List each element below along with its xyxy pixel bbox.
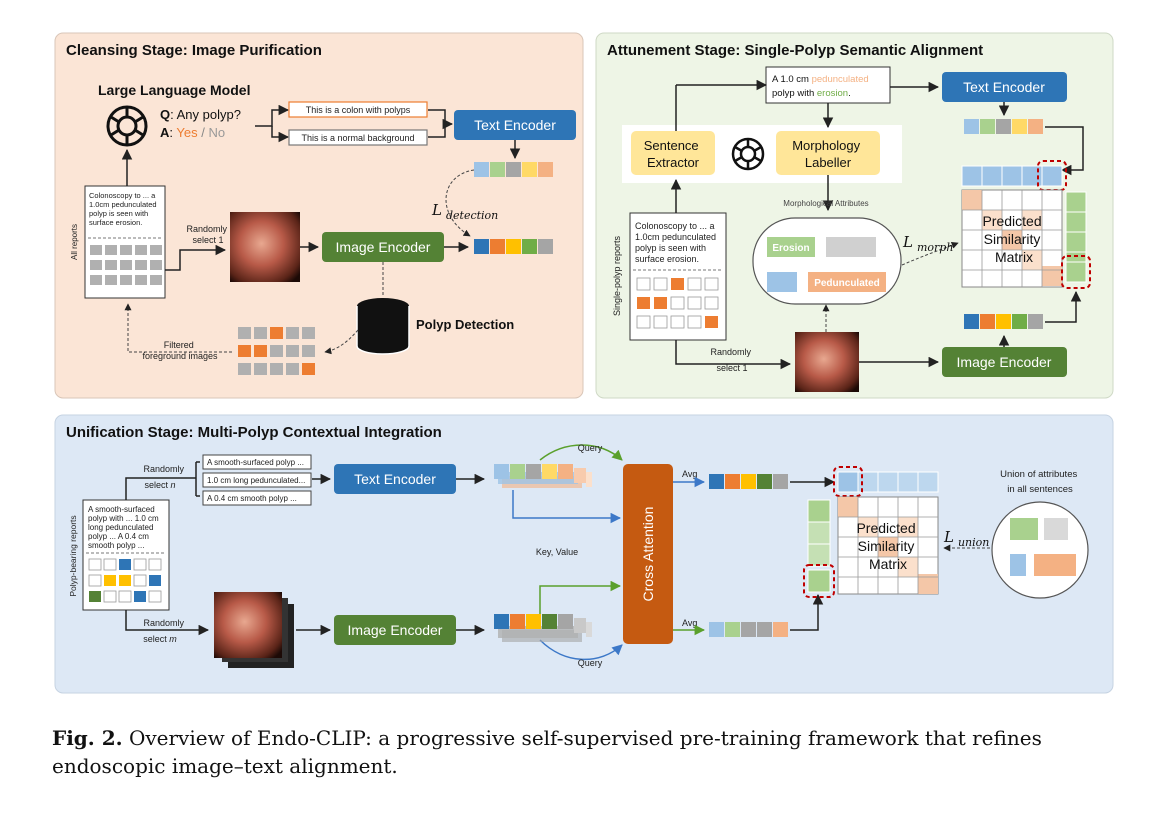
pedunculated-attribute: [808, 272, 886, 292]
option-normal-box: [288, 129, 428, 146]
pedunculated-label: Pedunculated: [814, 278, 880, 289]
filtered-images-grid: [238, 327, 315, 375]
cross-attention-label: Cross Attention: [640, 507, 656, 602]
query-top-label: Query: [578, 443, 603, 453]
llm-answer: A: Yes / No: [160, 125, 225, 140]
cleansing-title: Cleansing Stage: Image Purification: [66, 42, 322, 59]
attunement-image-column: [1065, 191, 1087, 283]
cleansing-randomly-select: Randomly select 1: [186, 224, 229, 245]
llm-question: Q: Any polyp?: [160, 107, 241, 122]
unification-text-avg-embedding: [709, 474, 788, 489]
cleansing-endoscopic-image: [230, 212, 300, 282]
sentence-box-1: [202, 454, 312, 470]
attunement-randomly-select: Randomly select 1: [710, 347, 753, 373]
attunement-similarity-matrix: Predicted Similarity Matrix: [961, 189, 1063, 288]
unification-image-encoder: [334, 615, 456, 645]
sentence-text-2: 1.0 cm long pedunculated...: [207, 476, 305, 485]
svg-text:Predicted Similarity: Predicted Similarity Matrix: [856, 520, 919, 572]
randomly-select-m: Randomly select m: [143, 618, 186, 644]
unification-image-embeddings: [494, 614, 592, 642]
attunement-sentence-line2: polyp with erosion.: [772, 88, 851, 99]
unification-text-encoder: [334, 464, 456, 494]
morphology-labeller: [776, 131, 880, 175]
sentence-text-1: A smooth-surfaced polyp ...: [207, 458, 304, 467]
endo-clip-diagram: Cleansing Stage: Image Purification Larg…: [54, 32, 1114, 694]
erosion-label: Erosion: [772, 243, 809, 254]
erosion-attribute: [767, 237, 815, 257]
attunement-text-row: [961, 165, 1063, 187]
unification-report-text: A smooth-surfaced polyp with ... 1.0 cm …: [88, 505, 161, 550]
query-bottom-label: Query: [578, 658, 603, 668]
unification-image-encoder-label: Image Encoder: [348, 622, 443, 638]
cleansing-report-grid: [90, 245, 162, 285]
option-polyp-text: This is a colon with polyps: [306, 105, 411, 115]
sentence-box-3: [202, 490, 312, 506]
unification-image-column: [807, 499, 831, 593]
attunement-endoscopic-image: [795, 332, 859, 392]
key-value-label: Key, Value: [536, 547, 578, 557]
figure-caption: Fig. 2. Overview of Endo-CLIP: a progres…: [52, 724, 1132, 780]
unification-similarity-matrix: Predicted Similarity Matrix: [837, 496, 939, 595]
unification-title: Unification Stage: Multi-Polyp Contextua…: [66, 424, 442, 441]
attunement-title: Attunement Stage: Single-Polyp Semantic …: [607, 42, 983, 59]
cleansing-panel: Cleansing Stage: Image Purification Larg…: [54, 32, 584, 399]
cleansing-report-text: Colonoscopy to ... a 1.0cm pedunculated …: [89, 191, 159, 227]
unification-panel: Unification Stage: Multi-Polyp Contextua…: [54, 414, 1114, 694]
cleansing-text-embedding: [474, 162, 553, 177]
randomly-select-n: Randomly select n: [143, 464, 186, 490]
avg-top-label: Avg: [682, 469, 697, 479]
attunement-sentence-box: [765, 66, 891, 104]
single-reports-label: Single-polyp reports: [612, 235, 622, 316]
sentence-box-2: [202, 472, 312, 488]
sentence-extractor: [631, 131, 715, 175]
filtered-label: Filtered foreground images: [142, 340, 218, 361]
unification-text-embeddings: [494, 464, 592, 488]
union-label: Union of attributes in all sentences: [1000, 469, 1080, 495]
attunement-text-encoder-label: Text Encoder: [963, 79, 1045, 95]
database-icon: [356, 297, 410, 355]
attunement-report-grid: [636, 277, 719, 329]
unification-text-encoder-label: Text Encoder: [354, 471, 436, 487]
gpt-logo-icon: [731, 137, 765, 171]
union-attributes-circle: [991, 501, 1089, 599]
sentence-extractor-label: Sentence Extractor: [644, 138, 703, 170]
cleansing-image-encoder: [322, 232, 444, 262]
sentence-text-3: A 0.4 cm smooth polyp ...: [207, 494, 297, 503]
cleansing-text-encoder-label: Text Encoder: [474, 117, 556, 133]
attunement-image-encoder: [942, 347, 1067, 377]
caption-label: Fig. 2.: [52, 726, 123, 750]
polyp-detection-label: Polyp Detection: [416, 317, 514, 332]
unification-image-avg-embedding: [709, 622, 788, 637]
attunement-text-encoder: [942, 72, 1067, 102]
unification-text-row: [837, 471, 939, 493]
unification-report-grid: [88, 558, 162, 603]
morph-attributes-label: Morphological Attributes: [783, 199, 868, 208]
attunement-image-embedding: [964, 314, 1043, 329]
attunement-text-embedding: [964, 119, 1043, 134]
all-reports-label: All reports: [70, 224, 79, 260]
svg-text:Predicted Similarity: Predicted Similarity Matrix: [982, 213, 1045, 265]
cross-attention-block: [623, 464, 673, 644]
polyp-reports-label: Polyp-bearing reports: [68, 515, 78, 596]
attunement-report-text: Colonoscopy to ... a 1.0cm pedunculated …: [635, 221, 719, 264]
cleansing-image-embedding: [474, 239, 553, 254]
cleansing-text-encoder: [454, 110, 576, 140]
option-normal-text: This is a normal background: [301, 133, 414, 143]
option-polyp-box: [288, 101, 428, 118]
attunement-sentence-line1: A 1.0 cm pedunculated: [772, 74, 869, 85]
attunement-image-encoder-label: Image Encoder: [957, 354, 1052, 370]
unification-image-stack: [214, 592, 294, 668]
caption-text: Overview of Endo-CLIP: a progressive sel…: [52, 726, 1042, 778]
morphology-labeller-label: Morphology Labeller: [792, 138, 864, 170]
cleansing-image-encoder-label: Image Encoder: [336, 239, 431, 255]
avg-bottom-label: Avg: [682, 618, 697, 628]
attunement-panel: Attunement Stage: Single-Polyp Semantic …: [595, 32, 1114, 399]
llm-title: Large Language Model: [98, 82, 250, 98]
llm-logo-icon: [106, 105, 148, 147]
